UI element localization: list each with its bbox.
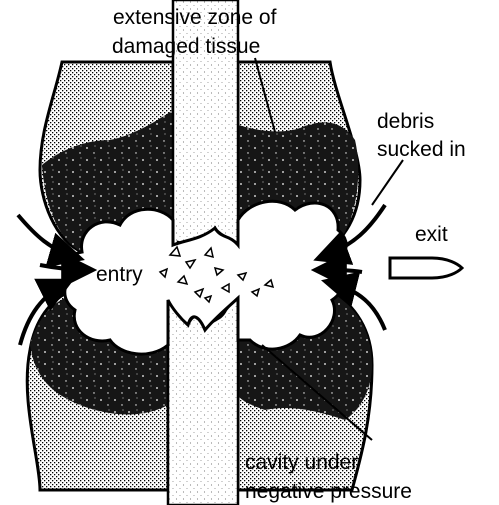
debris-label-line1: debris [377,110,434,133]
exit-label: exit [415,223,448,246]
debris-arrow-middle-right [318,270,362,272]
bullet-icon [390,258,462,278]
cavity-label-line1: cavity under [245,451,358,474]
damaged-zone-label-line1: extensive zone of [113,6,277,29]
entry-label: entry [96,263,143,286]
damaged-zone-label-line2: damaged tissue [112,35,260,58]
cavity-label-line2: negative pressure [245,480,412,503]
debris-leader-line [372,160,403,205]
debris-label-line2: sucked in [377,138,466,161]
